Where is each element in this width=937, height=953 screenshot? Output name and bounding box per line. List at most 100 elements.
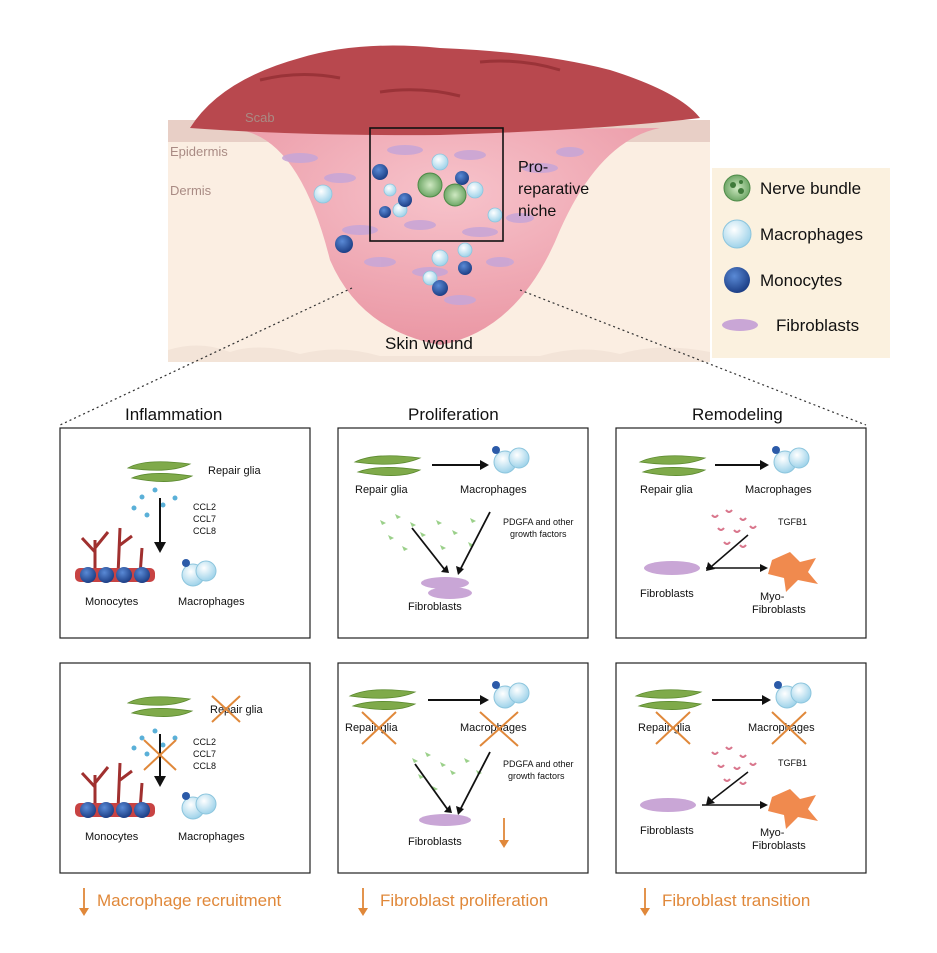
- tgfb1-particles: [711, 509, 757, 548]
- repair-glia-icon: [638, 455, 707, 476]
- legend-fibroblasts-label: Fibroblasts: [776, 316, 859, 335]
- fibroblasts-label: Fibroblasts: [640, 825, 694, 837]
- vessel-monocytes: [80, 567, 150, 583]
- myofibroblast-icon: [768, 789, 818, 829]
- myo-label: Myo-: [760, 827, 785, 839]
- ccl2-label: CCL2: [193, 737, 216, 747]
- niche-box: [369, 127, 504, 242]
- fibroblasts-label: Fibroblasts: [408, 601, 462, 613]
- chemokine-dots: [131, 728, 178, 757]
- wound-nerve-bundle: [417, 172, 467, 207]
- legend-nerve-label: Nerve bundle: [760, 179, 861, 198]
- glia-blocked-cross: [211, 695, 241, 723]
- inflammation-loss-content: Repair glia CCL2 CCL7 CCL8 Monocytes Mac…: [75, 695, 263, 843]
- fibroblast-transition-label: Fibroblast transition: [662, 891, 810, 910]
- remodeling-title: Remodeling: [692, 405, 783, 424]
- macrophage-blocked-cross: [771, 711, 807, 745]
- fibroblast-proliferation-label: Fibroblast proliferation: [380, 891, 548, 910]
- remodeling-normal-content: Repair glia Macrophages TGFB1 Fibroblast…: [638, 446, 818, 616]
- myofibroblast-icon: [768, 552, 818, 592]
- macrophage-cluster-icon: [772, 446, 810, 474]
- glia-blocked-cross: [361, 711, 397, 745]
- proliferation-title: Proliferation: [408, 405, 499, 424]
- legend-fibroblast-icon: [722, 319, 758, 331]
- fibroblast-icon: [640, 798, 696, 812]
- fibroblasts-label: Fibroblasts: [640, 588, 694, 600]
- fat-layer: [168, 345, 710, 362]
- myo-fibroblasts-label: Fibroblasts: [752, 840, 806, 852]
- wound-monocytes: [335, 164, 472, 296]
- macrophage-recruitment-label: Macrophage recruitment: [97, 891, 282, 910]
- legend-monocytes-label: Monocytes: [760, 271, 842, 290]
- repair-glia-icon: [353, 455, 422, 476]
- tgfb1-particles: [711, 746, 757, 785]
- down-arrow-icon: [358, 908, 368, 916]
- repair-glia-label: Repair glia: [640, 484, 693, 496]
- macrophage-cluster-icon: [492, 681, 530, 709]
- repair-glia-icon: [348, 689, 417, 710]
- factor-arrow-left: [411, 527, 446, 571]
- wound-fibroblasts: [282, 145, 584, 305]
- legend: Nerve bundle Macrophages Monocytes Fibro…: [712, 168, 890, 358]
- monocytes-label: Monocytes: [85, 596, 139, 608]
- dermis-label: Dermis: [170, 183, 212, 198]
- legend-monocyte-icon: [724, 267, 750, 293]
- skin-wound-illustration: Scab Epidermis Dermis: [168, 45, 710, 362]
- ccl8-label: CCL8: [193, 761, 216, 771]
- down-arrow-icon: [79, 908, 89, 916]
- arrowhead: [480, 460, 489, 470]
- wound-macrophages: [313, 153, 503, 286]
- growth-factor-specks: [412, 752, 482, 791]
- inflammation-title: Inflammation: [125, 405, 222, 424]
- pdgfa-label: PDGFA and other: [503, 517, 574, 527]
- vessel-monocytes: [80, 802, 150, 818]
- tgfb-arrow: [711, 534, 749, 567]
- repair-glia-icon: [634, 689, 703, 710]
- repair-glia-label: Repair glia: [208, 465, 261, 477]
- macrophages-label: Macrophages: [178, 831, 245, 843]
- macrophage-cluster-icon: [774, 681, 812, 709]
- ccl7-label: CCL7: [193, 749, 216, 759]
- blood-vessel-icon: [80, 527, 144, 576]
- outcome-transition: Fibroblast transition: [640, 888, 810, 916]
- myo-label: Myo-: [760, 591, 785, 603]
- ccl8-label: CCL8: [193, 526, 216, 536]
- legend-macrophage-icon: [722, 219, 752, 249]
- repair-glia-label: Repair glia: [638, 722, 691, 734]
- monocytes-label: Monocytes: [85, 831, 139, 843]
- macrophages-label: Macrophages: [460, 722, 527, 734]
- legend-macrophages-label: Macrophages: [760, 225, 863, 244]
- proliferation-loss-content: Repair glia Macrophages PDGFA and other …: [345, 681, 574, 848]
- fibroblasts-label: Fibroblasts: [408, 836, 462, 848]
- fibroblast-icon: [419, 814, 471, 826]
- outcome-macrophage: Macrophage recruitment: [79, 888, 282, 916]
- macrophage-cluster-icon: [181, 559, 217, 587]
- skin-wound-label: Skin wound: [385, 334, 473, 353]
- outcome-proliferation: Fibroblast proliferation: [358, 888, 548, 916]
- macrophage-cluster-icon: [181, 792, 217, 820]
- repair-glia-label: Repair glia: [345, 722, 398, 734]
- zoom-line-left: [59, 287, 353, 426]
- macrophage-cluster-icon: [492, 446, 530, 474]
- zoom-line-right: [519, 289, 867, 426]
- tgfb1-label: TGFB1: [778, 758, 807, 768]
- fibroblast-cluster-icon: [421, 577, 472, 599]
- macrophages-label: Macrophages: [460, 484, 527, 496]
- glia-blocked-cross: [655, 711, 691, 745]
- scab-shape: [190, 45, 700, 136]
- factor-arrow-right: [459, 511, 491, 571]
- remodeling-loss-content: Repair glia Macrophages TGFB1 Fibroblast…: [634, 681, 818, 852]
- down-arrow-icon: [640, 908, 650, 916]
- myo-fibroblasts-label: Fibroblasts: [752, 604, 806, 616]
- growth-factors-label: growth factors: [510, 529, 567, 539]
- macrophages-label: Macrophages: [748, 722, 815, 734]
- scab-label: Scab: [245, 110, 275, 125]
- scab-texture: [259, 59, 561, 98]
- macrophages-label: Macrophages: [178, 596, 245, 608]
- tgfb1-label: TGFB1: [778, 517, 807, 527]
- macrophage-blocked-cross: [479, 711, 519, 747]
- proliferation-normal-content: Repair glia Macrophages PDGFA and other …: [353, 446, 574, 613]
- legend-nerve-icon: [723, 174, 751, 202]
- repair-glia-label: Repair glia: [355, 484, 408, 496]
